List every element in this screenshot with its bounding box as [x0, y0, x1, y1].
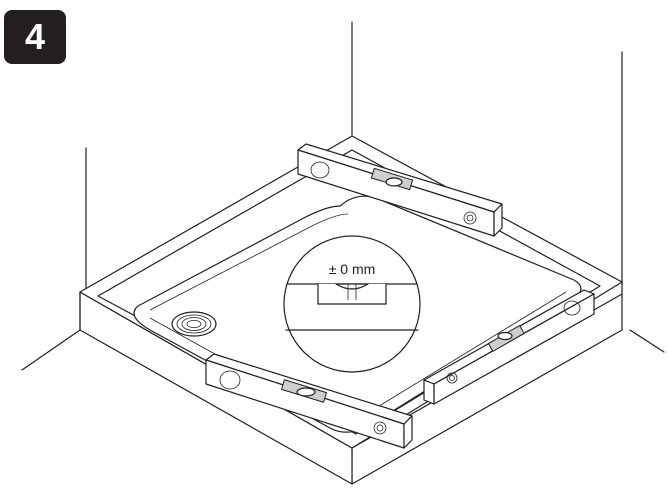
- spirit-level-back: [297, 143, 503, 237]
- spirit-level-right: [423, 289, 595, 405]
- step-number: 4: [24, 16, 46, 57]
- level-detail-callout: ± 0 mm: [283, 235, 421, 373]
- step-number-badge: 4: [4, 10, 66, 64]
- spirit-level-front: [205, 353, 413, 449]
- tolerance-label: ± 0 mm: [329, 261, 376, 277]
- drain: [171, 311, 217, 337]
